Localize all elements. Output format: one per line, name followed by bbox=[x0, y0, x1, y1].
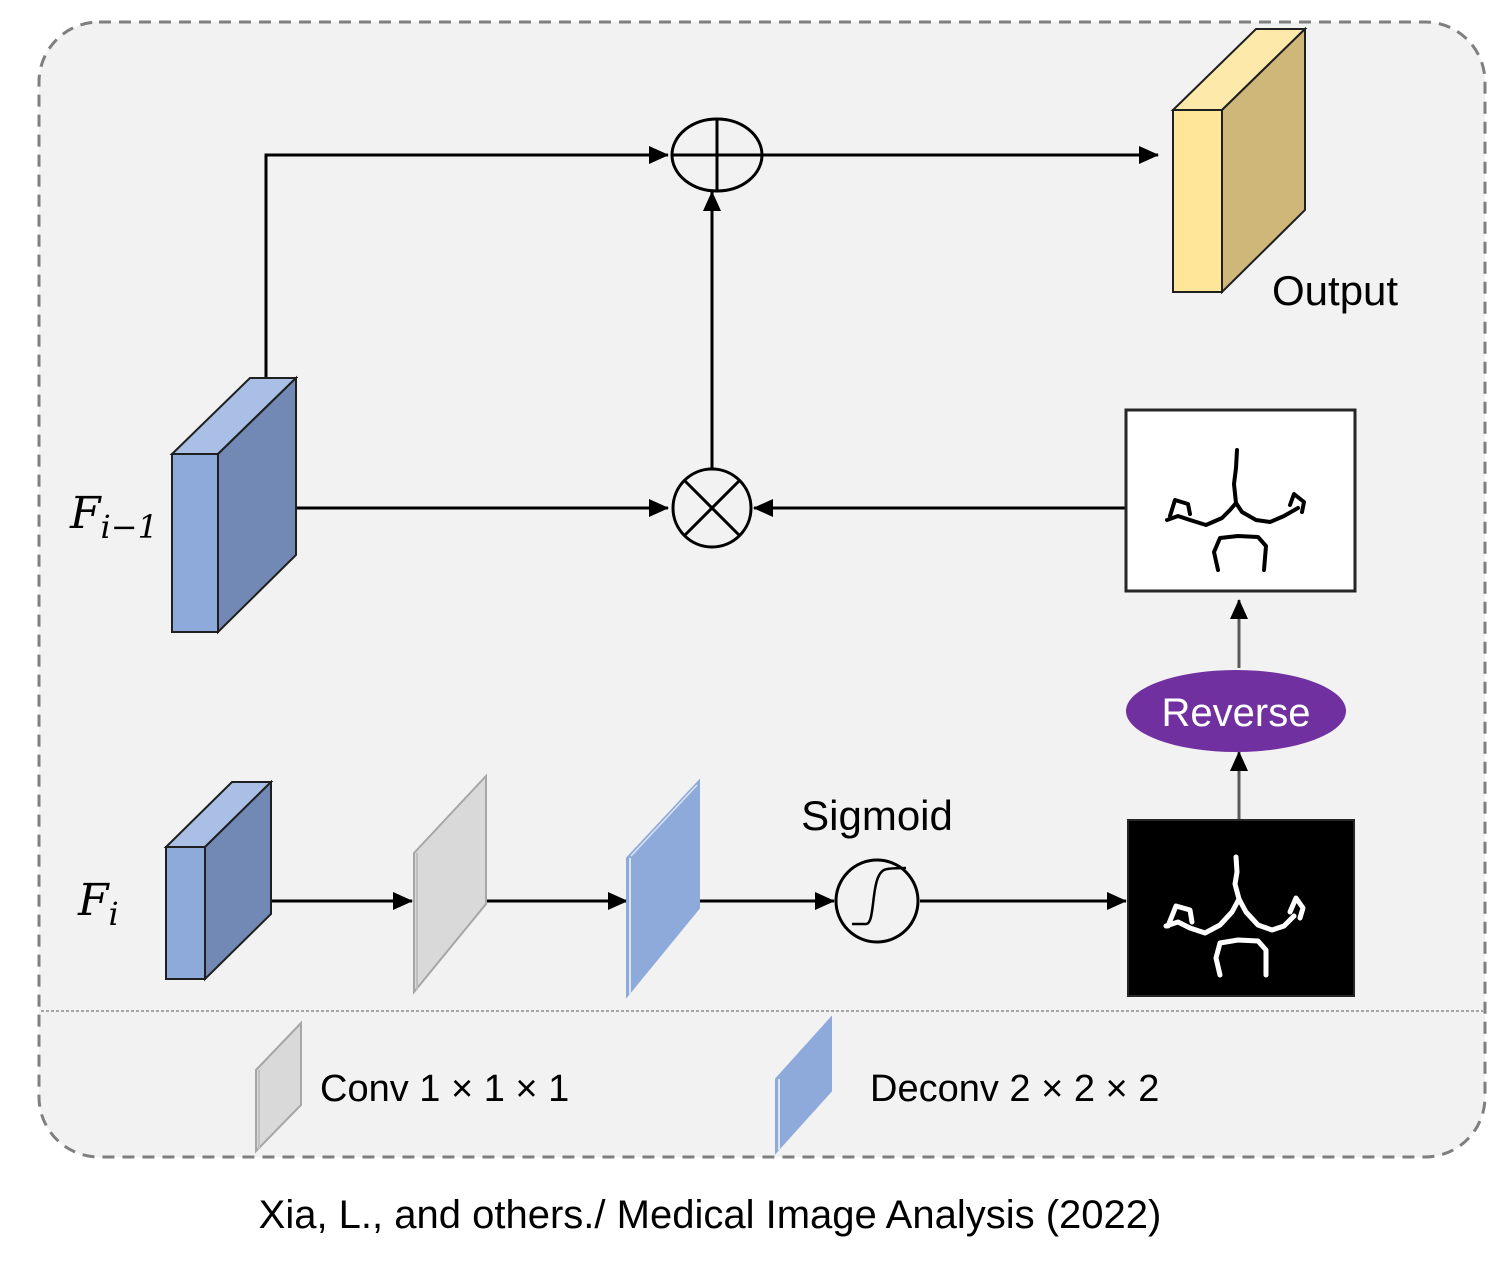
label-reverse: Reverse bbox=[1162, 691, 1311, 735]
reverse-map-image bbox=[1124, 408, 1357, 593]
feature-map-f-cur bbox=[163, 779, 274, 982]
probability-map-image bbox=[1127, 819, 1355, 997]
multiply-operator-icon bbox=[671, 467, 753, 549]
figure-caption: Xia, L., and others./ Medical Image Anal… bbox=[259, 1193, 1162, 1237]
reverse-operation bbox=[1126, 670, 1346, 752]
feature-map-f-prev bbox=[169, 375, 299, 635]
deconv-layer bbox=[626, 778, 700, 999]
sigmoid-icon bbox=[834, 858, 920, 944]
feature-map-output bbox=[1170, 26, 1308, 295]
edge-fprev-to-add bbox=[264, 146, 669, 378]
conv-layer bbox=[413, 773, 487, 995]
legend-conv-label: Conv 1 × 1 × 1 bbox=[320, 1068, 569, 1110]
label-output: Output bbox=[1272, 267, 1398, 314]
legend-conv-swatch bbox=[255, 1020, 302, 1154]
module-container bbox=[37, 20, 1487, 1159]
label-f-cur: Fi bbox=[77, 875, 119, 933]
add-operator-icon bbox=[670, 117, 764, 193]
label-sigmoid: Sigmoid bbox=[801, 792, 953, 839]
legend-deconv-swatch bbox=[775, 1015, 832, 1155]
label-f-prev: Fi−1 bbox=[69, 488, 158, 546]
legend-deconv-label: Deconv 2 × 2 × 2 bbox=[870, 1068, 1159, 1110]
